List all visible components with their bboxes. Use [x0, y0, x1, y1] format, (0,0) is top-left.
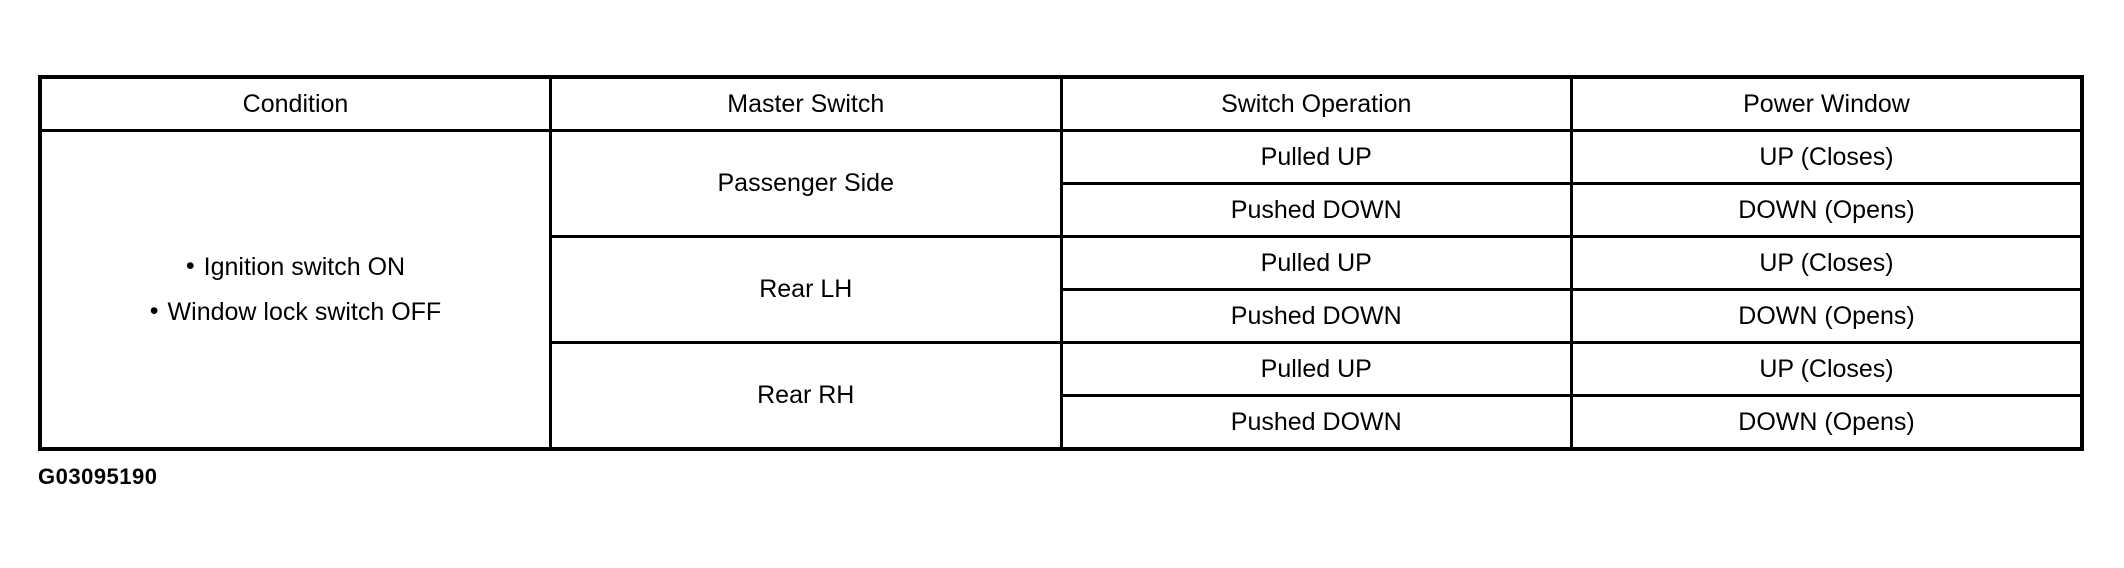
master-switch-cell-rear-lh: Rear LH: [549, 235, 1063, 344]
switch-operation-cell: Pushed DOWN: [1059, 288, 1573, 344]
col-header-switch-operation: Switch Operation: [1059, 75, 1573, 132]
table-row: Pushed DOWN DOWN (Opens): [40, 182, 2084, 238]
table-row: Pushed DOWN DOWN (Opens): [40, 288, 2084, 344]
bullet-icon: •: [185, 251, 195, 280]
power-window-cell: UP (Closes): [1570, 341, 2084, 397]
condition-item: • Ignition switch ON: [43, 245, 548, 290]
table-row: Pushed DOWN DOWN (Opens): [40, 394, 2084, 451]
col-header-condition: Condition: [38, 75, 552, 132]
switch-operation-cell: Pulled UP: [1059, 235, 1573, 291]
table-row: Rear RH Pulled UP UP (Closes): [40, 341, 2084, 451]
power-window-cell: UP (Closes): [1570, 129, 2084, 185]
switch-operation-cell: Pulled UP: [1059, 129, 1573, 185]
master-switch-cell-rear-rh: Rear RH: [549, 341, 1063, 451]
switch-operation-cell: Pushed DOWN: [1059, 182, 1573, 238]
figure-id: G03095190: [38, 464, 158, 489]
power-window-operation-table: Condition Master Switch Switch Operation…: [38, 75, 2084, 451]
switch-operation-cell: Pulled UP: [1059, 341, 1573, 397]
condition-item: • Window lock switch OFF: [43, 290, 548, 335]
col-header-master-switch: Master Switch: [549, 75, 1063, 132]
table-header-row: Condition Master Switch Switch Operation…: [38, 75, 2084, 132]
master-switch-cell-passenger-side: Passenger Side: [549, 129, 1063, 238]
switch-operation-cell: Pushed DOWN: [1059, 394, 1573, 451]
power-window-cell: DOWN (Opens): [1570, 394, 2084, 451]
condition-item-text: Ignition switch ON: [203, 252, 406, 281]
power-window-cell: UP (Closes): [1570, 235, 2084, 291]
condition-item-text: Window lock switch OFF: [167, 297, 442, 326]
col-header-power-window: Power Window: [1570, 75, 2084, 132]
table-row: Rear LH Pulled UP UP (Closes): [40, 235, 2084, 344]
power-window-cell: DOWN (Opens): [1570, 182, 2084, 238]
condition-cell: • Ignition switch ON • Window lock switch …: [38, 129, 552, 451]
table-row: • Ignition switch ON • Window lock switch …: [38, 129, 2084, 451]
bullet-icon: •: [149, 296, 159, 325]
power-window-cell: DOWN (Opens): [1570, 288, 2084, 344]
